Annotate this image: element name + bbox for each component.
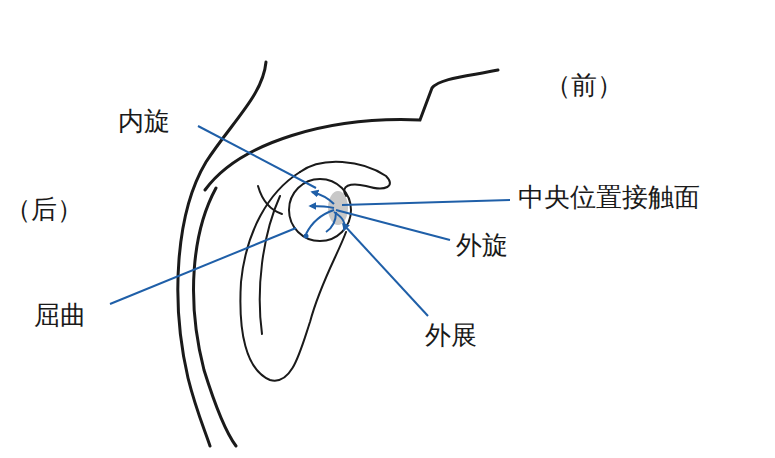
glenoid xyxy=(289,179,351,241)
scapula-outline xyxy=(240,162,390,381)
part-label: 中央位置接触面 xyxy=(518,182,700,213)
movement-dot xyxy=(304,234,309,239)
part-label: （前） xyxy=(545,70,623,101)
part-label: （后） xyxy=(5,194,83,225)
part-label: 外展 xyxy=(425,320,477,351)
bone-outline xyxy=(178,62,498,446)
leader-lines xyxy=(110,126,510,316)
part-label: 外旋 xyxy=(456,230,508,261)
part-label: 屈曲 xyxy=(34,300,86,331)
part-label: 内旋 xyxy=(118,106,170,137)
movement-arrows xyxy=(306,192,345,234)
